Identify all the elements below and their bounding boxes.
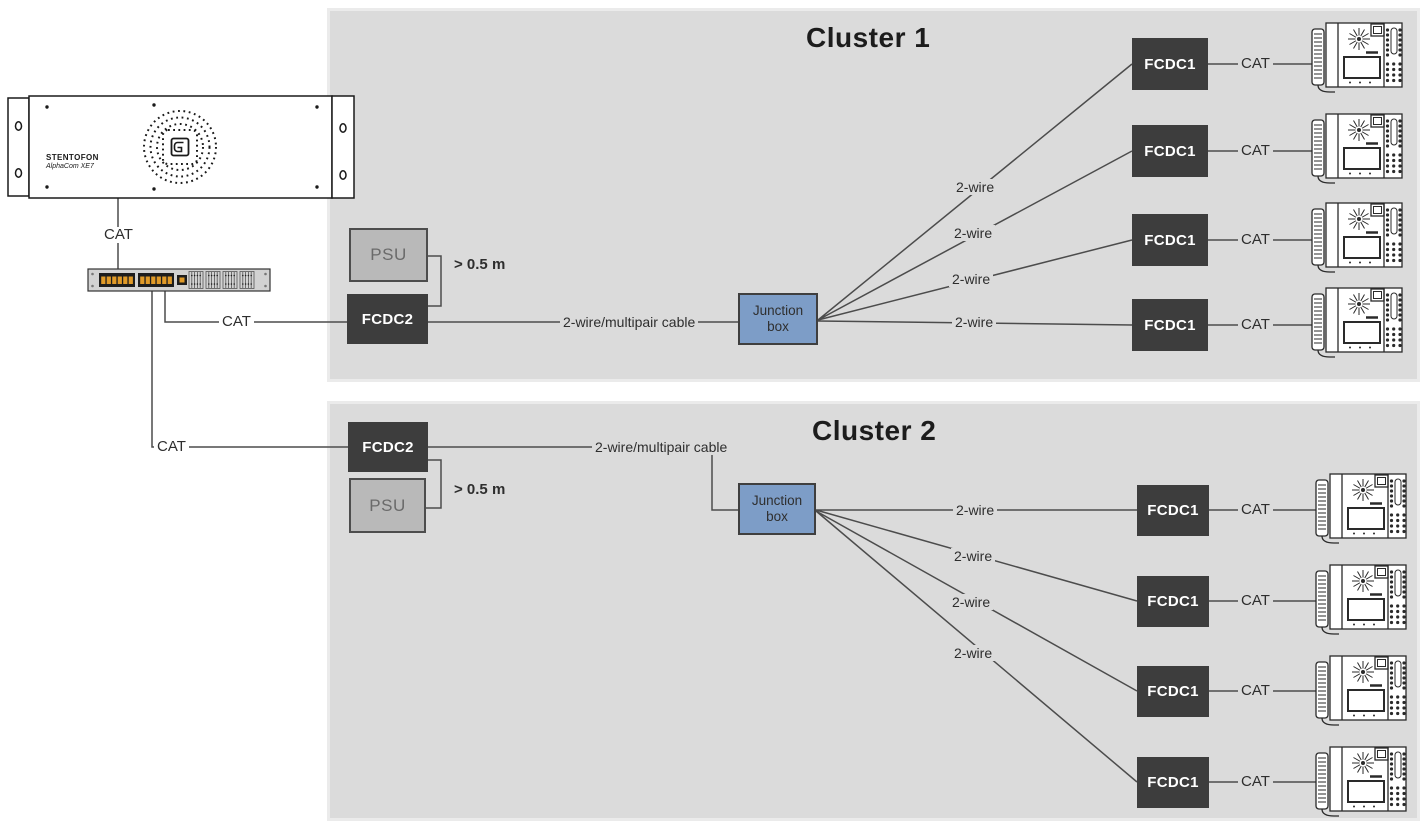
fcdc1-box-c2r1: FCDC1 [1137,485,1209,536]
server-model: AlphaCom XE7 [46,163,94,170]
distance-label-cluster1: > 0.5 m [454,256,506,273]
cable-label-2wire: 2-wire [951,645,996,661]
fcdc1-box-c2r2: FCDC1 [1137,576,1209,627]
fcdc1-label: FCDC1 [1144,316,1196,334]
cluster2-panel [327,401,1420,821]
cable-label-multipair-cluster1: 2-wire/multipair cable [560,314,699,330]
cluster2-title: Cluster 2 [812,415,937,446]
fcdc2-box-cluster2: FCDC2 [348,422,428,472]
cable-label-2wire: 2-wire [949,594,994,610]
fcdc1-box-c2r4: FCDC1 [1137,757,1209,808]
cable-label-cat: CAT [1238,317,1273,333]
cable-label-cat: CAT [1238,143,1273,159]
server-brand: STENTOFON [46,153,99,162]
cable-label-cat: CAT [1238,232,1273,248]
fcdc1-box-c1r3: FCDC1 [1132,214,1208,266]
fcdc1-box-c1r2: FCDC1 [1132,125,1208,177]
fcdc1-label: FCDC1 [1147,774,1199,791]
psu-label: PSU [370,245,407,264]
cable-label-2wire: 2-wire [952,314,997,330]
fcdc1-label: FCDC1 [1147,683,1199,700]
cable-label-cat: CAT [1238,774,1273,790]
cable-label-multipair-cluster2: 2-wire/multipair cable [592,439,731,455]
junction-box-cluster1: Junction box [738,293,818,345]
fcdc2-label: FCDC2 [362,438,414,456]
cable-label-cat: CAT [1238,593,1273,609]
fcdc1-label: FCDC1 [1147,593,1199,610]
psu-box-cluster1: PSU [349,228,428,282]
distance-label-cluster2: > 0.5 m [454,481,506,498]
cable-label-cat: CAT [1238,56,1273,72]
cable-label-cat: CAT [1238,683,1273,699]
junction-label-line1: Junction [751,493,803,509]
cable-label-2wire: 2-wire [949,271,994,287]
junction-label-line2: box [766,509,788,524]
cable-label-cat: CAT [101,227,136,243]
cable-label-cat: CAT [1238,502,1273,518]
cable-label-2wire: 2-wire [953,502,998,518]
cable-label-cat: CAT [154,439,189,455]
fcdc1-label: FCDC1 [1144,55,1196,73]
cable-label-cat: CAT [219,314,254,330]
server-unit-icon [7,95,355,199]
junction-box-cluster2: Junction box [738,483,816,535]
psu-label: PSU [369,495,406,515]
fcdc1-box-c1r1: FCDC1 [1132,38,1208,90]
cable-label-2wire: 2-wire [953,179,998,195]
junction-label-line2: box [767,319,789,334]
cable-label-2wire: 2-wire [951,548,996,564]
fcdc1-label: FCDC1 [1144,142,1196,160]
fcdc2-label: FCDC2 [361,310,414,328]
fcdc1-box-c1r4: FCDC1 [1132,299,1208,351]
junction-label-line1: Junction [752,303,804,319]
fcdc1-label: FCDC1 [1147,502,1199,519]
fcdc1-label: FCDC1 [1144,231,1196,249]
psu-box-cluster2: PSU [349,478,426,533]
network-switch-icon [87,268,271,292]
cluster1-title: Cluster 1 [806,22,931,53]
server-caption: STENTOFON AlphaCom XE7 [46,153,99,172]
speaker-grille-icon [143,110,217,184]
fcdc2-box-cluster1: FCDC2 [347,294,428,344]
cable-label-2wire: 2-wire [951,225,996,241]
fcdc1-box-c2r3: FCDC1 [1137,666,1209,717]
